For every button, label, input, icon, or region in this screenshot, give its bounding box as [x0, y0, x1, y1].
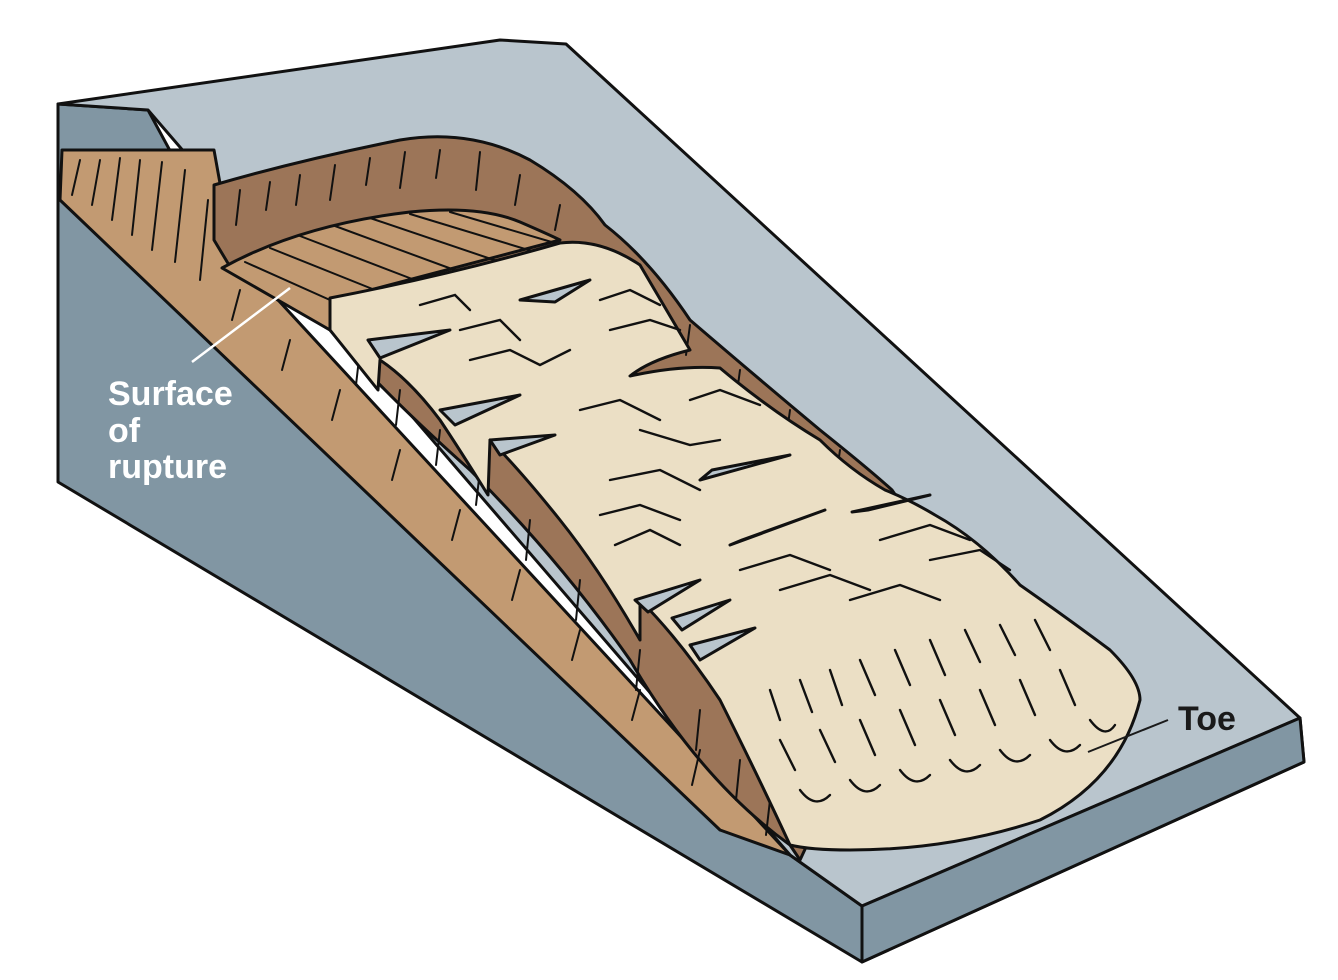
front-soil-hatching: [71, 157, 701, 786]
rupture-hatching: [244, 211, 556, 301]
toe-label: Toe: [1178, 700, 1236, 738]
toe-cracks: [768, 618, 1117, 803]
front-soil-layer: [58, 148, 792, 857]
surface-of-rupture-label: Surface of rupture: [108, 375, 242, 486]
crevices: [366, 278, 932, 662]
displaced-material: [328, 240, 1142, 852]
toe-leader-line: [1087, 719, 1169, 753]
block-right-edge: [860, 716, 1306, 964]
rupture-leader-line: [191, 287, 291, 363]
surface-cracks: [418, 288, 1012, 602]
surface-of-rupture-line-2: of: [108, 412, 141, 450]
surface-of-rupture-line-3: rupture: [108, 448, 227, 486]
surface-of-rupture-line-1: Surface: [108, 375, 233, 413]
